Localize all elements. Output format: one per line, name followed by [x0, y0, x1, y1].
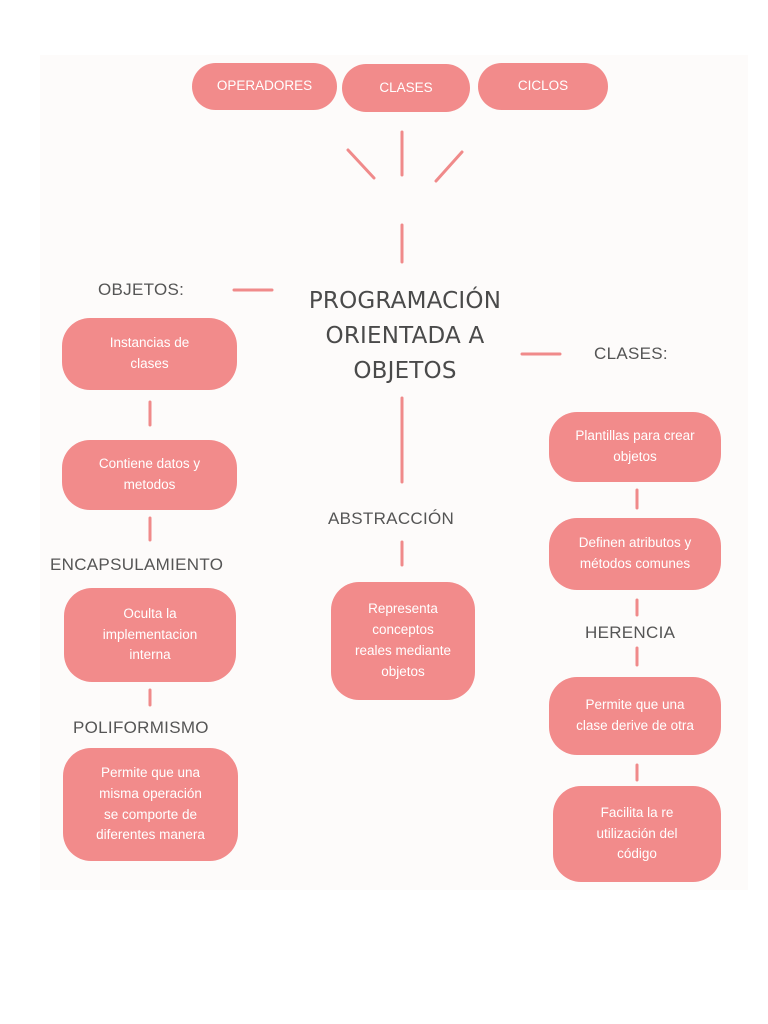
node-representa-line-1: Representa [368, 601, 438, 617]
node-clases-top-label: CLASES [379, 79, 433, 95]
heading-abstraccion: ABSTRACCIÓN [328, 509, 455, 528]
node-instancias-line-1: Instancias de [109, 335, 190, 351]
central-title: PROGRAMACIÓN ORIENTADA A OBJETOS [285, 284, 525, 389]
node-permite-misma-line-4: diferentes manera [96, 827, 205, 843]
central-title-line-2: ORIENTADA A [325, 323, 485, 349]
node-definen-line-1: Definen atributos y [578, 535, 692, 551]
node-definen-line-2: métodos comunes [579, 556, 691, 571]
node-plantillas-line-1: Plantillas para crear [575, 428, 695, 444]
node-operadores: OPERADORES [192, 63, 337, 110]
node-permite-misma-line-3: se comporte de [103, 806, 198, 822]
node-permite-misma-operacion: Permite que una misma operación se compo… [63, 748, 238, 861]
node-ciclos-label: CICLOS [517, 78, 569, 94]
node-contiene-datos: Contiene datos y metodos [62, 440, 237, 510]
node-oculta-implementacion: Oculta la implementacion interna [64, 588, 236, 682]
heading-objetos: OBJETOS: [98, 280, 185, 299]
node-clases-top: CLASES [342, 64, 470, 112]
node-oculta-line-1: Oculta la [123, 605, 177, 621]
node-representa-line-4: objetos [381, 663, 425, 679]
node-clase-derive-line-1: Permite que una [585, 697, 685, 713]
node-ciclos: CICLOS [478, 63, 608, 110]
central-title-line-3: OBJETOS [353, 358, 457, 384]
node-plantillas: Plantillas para crear objetos [549, 412, 721, 482]
node-reutilizacion-codigo: Facilita la re utilización del código [553, 786, 721, 882]
node-representa-line-2: conceptos [372, 622, 434, 638]
heading-herencia: HERENCIA [585, 623, 676, 642]
node-instancias-line-2: clases [130, 356, 169, 371]
node-representa-conceptos: Representa conceptos reales mediante obj… [331, 582, 475, 700]
node-representa-line-3: reales mediante [354, 643, 452, 658]
heading-clases: CLASES: [594, 344, 668, 363]
node-clase-derive: Permite que una clase derive de otra [549, 677, 721, 755]
node-permite-misma-line-1: Permite que una [100, 764, 201, 780]
node-reutilizacion-line-2: utilización del [596, 825, 678, 841]
node-clase-derive-line-2: clase derive de otra [576, 718, 694, 733]
node-reutilizacion-line-3: código [617, 846, 657, 862]
central-title-line-1: PROGRAMACIÓN [308, 288, 502, 314]
node-contiene-line-1: Contiene datos y [98, 456, 201, 472]
heading-poliformismo: POLIFORMISMO [73, 718, 209, 737]
node-contiene-line-2: metodos [123, 477, 176, 492]
node-permite-misma-line-2: misma operación [99, 785, 202, 801]
node-reutilizacion-line-1: Facilita la re [600, 804, 674, 820]
connector-top-right [434, 150, 464, 183]
node-operadores-label: OPERADORES [216, 78, 313, 94]
heading-encapsulamiento: ENCAPSULAMIENTO [50, 555, 224, 574]
connector-top-left [346, 148, 376, 180]
node-oculta-line-3: interna [129, 647, 171, 663]
node-plantillas-line-2: objetos [613, 449, 657, 464]
node-definen-atributos: Definen atributos y métodos comunes [549, 518, 721, 590]
node-oculta-line-2: implementacion [102, 626, 198, 642]
node-instancias-de-clases: Instancias de clases [62, 318, 237, 390]
